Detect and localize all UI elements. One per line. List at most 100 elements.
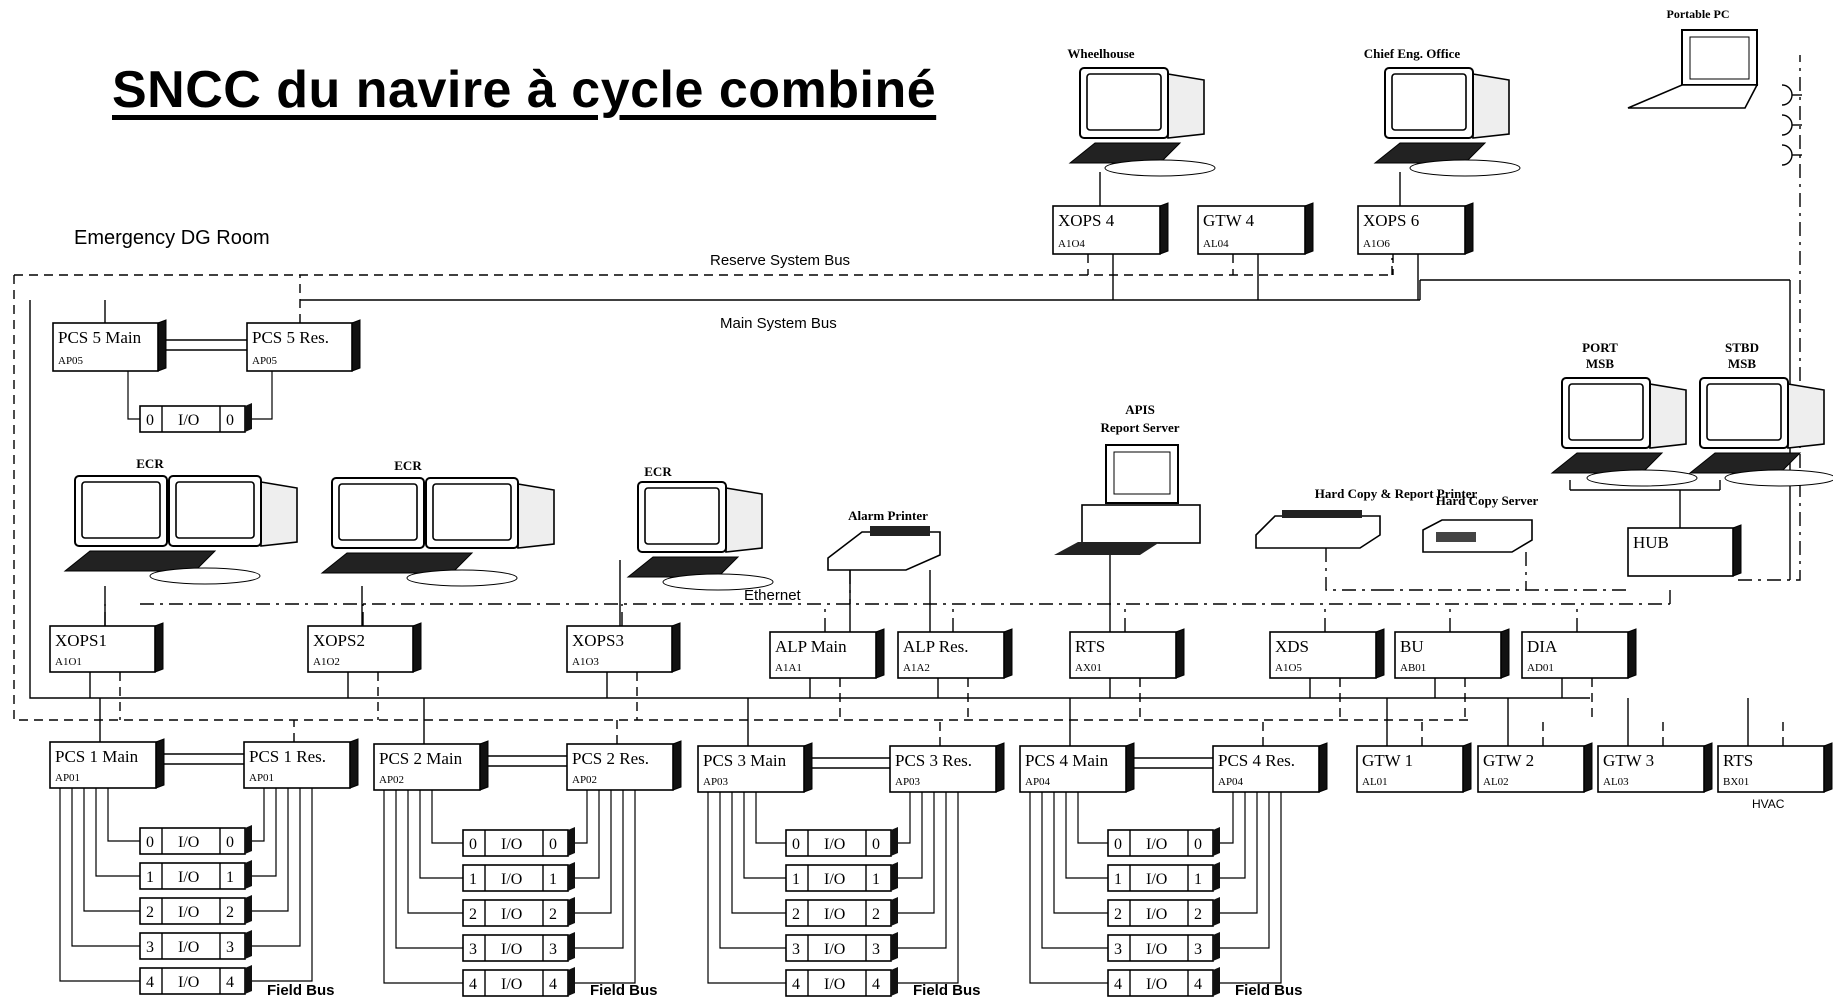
io-channel: 4 <box>226 974 234 991</box>
node-name: GTW 4 <box>1203 211 1255 230</box>
node-name: ALP Res. <box>903 637 969 656</box>
node-code: A1O3 <box>572 656 599 668</box>
workstation-label: MSB <box>1586 356 1615 371</box>
node-name: XOPS2 <box>313 631 365 650</box>
printer-label: Hard Copy & Report Printer <box>1315 486 1478 501</box>
io-label: I/O <box>1146 976 1167 993</box>
node-code: AP01 <box>249 772 274 784</box>
node-code: A1O4 <box>1058 238 1085 250</box>
node-dia: DIA AD01 <box>1521 628 1637 679</box>
node-name: PCS 2 Res. <box>572 749 649 768</box>
node-pcs-3-res: PCS 3 Res.AP03 <box>889 742 1005 793</box>
node-name: PCS 1 Main <box>55 747 139 766</box>
io-label: I/O <box>501 941 522 958</box>
node-pcs-2-res: PCS 2 Res. AP02 <box>566 740 682 791</box>
workstation-label: ECR <box>136 456 164 471</box>
node-name: XOPS 4 <box>1058 211 1115 230</box>
io-channel: 4 <box>549 976 557 993</box>
workstation-ecr-2: ECR <box>320 458 555 587</box>
bus-lines <box>13 55 1801 769</box>
io-label: I/O <box>824 906 845 923</box>
main-bus-label: Main System Bus <box>720 315 837 332</box>
node-name: HUB <box>1633 533 1669 552</box>
node-code: AP02 <box>379 774 404 786</box>
io-channel: 4 <box>146 974 154 991</box>
io-label: I/O <box>501 836 522 853</box>
node-code: AP02 <box>572 774 597 786</box>
node-pcs-1-res: PCS 1 Res.AP01 <box>243 738 359 789</box>
io-channel: 3 <box>872 941 880 958</box>
node-name: PCS 3 Main <box>703 751 787 770</box>
workstation-label: ECR <box>644 464 672 479</box>
node-name: PCS 5 Main <box>58 328 142 347</box>
workstation-label: APIS <box>1125 402 1155 417</box>
io-channel: 0 <box>226 412 234 429</box>
workstation-wheelhouse: Wheelhouse <box>1067 46 1216 177</box>
io-channel: 1 <box>146 869 154 886</box>
workstation-label: STBD <box>1725 340 1759 355</box>
node-code: AX01 <box>1075 662 1102 674</box>
io-label: I/O <box>824 871 845 888</box>
node-name: DIA <box>1527 637 1558 656</box>
node-code: AP04 <box>1218 776 1244 788</box>
io-channel: 0 <box>469 836 477 853</box>
io-label: I/O <box>1146 871 1167 888</box>
io-label: I/O <box>824 976 845 993</box>
field-bus-label: Field Bus <box>267 982 335 999</box>
io-channel: 2 <box>1114 906 1122 923</box>
node-name: GTW 1 <box>1362 751 1413 770</box>
node-code: A1O6 <box>1363 238 1390 250</box>
node-name: XDS <box>1275 637 1309 656</box>
node-code: AP01 <box>55 772 80 784</box>
node-code: AP03 <box>895 776 921 788</box>
io-channel: 0 <box>226 834 234 851</box>
workstation-label: Report Server <box>1100 420 1179 435</box>
node-code: A1A2 <box>903 662 930 674</box>
node-code: AL02 <box>1483 776 1509 788</box>
workstation-label: Wheelhouse <box>1067 46 1134 61</box>
io-channel: 4 <box>1114 976 1122 993</box>
io-label: I/O <box>1146 906 1167 923</box>
server-hard-copy: Hard Copy Server <box>1422 493 1538 590</box>
node-hub: HUB <box>1627 524 1742 577</box>
io-label: I/O <box>501 906 522 923</box>
node-alp-res-: ALP Res. A1A2 <box>897 628 1013 679</box>
hvac-label: HVAC <box>1752 797 1785 811</box>
io-channel: 0 <box>792 836 800 853</box>
node-name: GTW 2 <box>1483 751 1534 770</box>
node-code: AP05 <box>252 355 278 367</box>
io-label: I/O <box>501 976 522 993</box>
page-title: SNCC du navire à cycle combiné <box>112 61 937 119</box>
node-name: RTS <box>1075 637 1105 656</box>
workstation-label: PORT <box>1582 340 1618 355</box>
io-label: I/O <box>178 834 199 851</box>
io-channel: 2 <box>792 906 800 923</box>
field-bus-label: Field Bus <box>590 982 658 999</box>
io-channel: 3 <box>469 941 477 958</box>
io-channel: 0 <box>872 836 880 853</box>
node-code: AD01 <box>1527 662 1554 674</box>
io-channel: 2 <box>469 906 477 923</box>
io-label: I/O <box>824 941 845 958</box>
workstation-label: Portable PC <box>1667 7 1730 21</box>
workstation-apis: APIS Report Server <box>1054 402 1201 632</box>
io-channel: 4 <box>469 976 477 993</box>
io-label: I/O <box>1146 836 1167 853</box>
printer-alarm: Alarm Printer <box>827 508 941 632</box>
io-label: I/O <box>178 412 199 429</box>
